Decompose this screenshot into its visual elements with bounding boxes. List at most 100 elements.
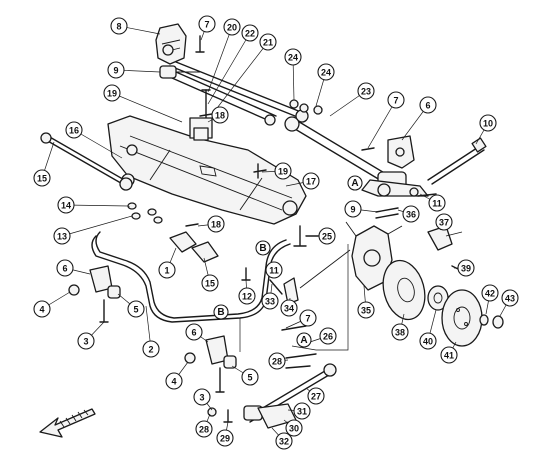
callout-circle	[293, 402, 311, 420]
callout-16: 16	[65, 121, 83, 139]
callout-number: 28	[199, 425, 209, 435]
callout-number: 7	[305, 314, 310, 324]
front-direction-arrow	[39, 408, 96, 438]
callout-circle	[344, 200, 362, 218]
callout-5: 5	[127, 300, 145, 318]
callout-number: 4	[39, 305, 44, 315]
callout-leader-line	[207, 26, 233, 93]
callout-number: 19	[278, 167, 288, 177]
callout-circle	[77, 332, 95, 350]
callout-9: 9	[344, 200, 362, 218]
callout-number: 38	[395, 328, 405, 338]
callout-29: 29	[216, 429, 234, 447]
callout-circle	[280, 299, 298, 317]
reference-letter-a: A	[347, 175, 363, 191]
callout-20: 20	[223, 18, 241, 36]
callout-41: 41	[440, 346, 458, 364]
callout-4: 4	[33, 300, 51, 318]
callout-27: 27	[307, 387, 325, 405]
callout-circle	[319, 327, 337, 345]
callout-28: 28	[195, 420, 213, 438]
reference-letter-text: A	[351, 178, 358, 189]
callout-32: 32	[275, 432, 293, 450]
callout-7: 7	[387, 91, 405, 109]
callout-number: 4	[171, 377, 176, 387]
callout-number: 18	[215, 111, 225, 121]
callout-5: 5	[241, 368, 259, 386]
callout-number: 24	[321, 68, 331, 78]
reference-letter-frame	[296, 332, 312, 348]
callout-number: 15	[205, 279, 215, 289]
trailing-link-bracket-part	[387, 135, 415, 169]
callout-circle	[127, 300, 145, 318]
callout-18: 18	[211, 106, 229, 124]
callout-circle	[158, 261, 176, 279]
callout-7: 7	[299, 309, 317, 327]
callout-circle	[33, 300, 51, 318]
callout-13: 13	[53, 227, 71, 245]
callout-circle	[193, 388, 211, 406]
callout-2: 2	[142, 340, 160, 358]
callout-leader-line	[207, 32, 251, 105]
callout-18: 18	[207, 215, 225, 233]
callout-number: 31	[297, 407, 307, 417]
callout-9: 9	[107, 61, 125, 79]
callout-number: 34	[284, 304, 294, 314]
callout-22: 22	[241, 24, 259, 42]
callout-circle	[165, 372, 183, 390]
callout-circle	[457, 259, 475, 277]
callout-leader-line	[213, 41, 269, 113]
callout-circle	[57, 196, 75, 214]
callout-circle	[275, 432, 293, 450]
dust-shield-part	[382, 259, 426, 321]
callout-number: 5	[133, 305, 138, 315]
callout-15: 15	[201, 274, 219, 292]
callout-number: 22	[245, 29, 255, 39]
callout-number: 35	[361, 306, 371, 316]
callout-number: 36	[406, 210, 416, 220]
reference-letter-text: B	[217, 307, 224, 318]
callout-circle	[259, 33, 277, 51]
callout-number: 25	[322, 232, 332, 242]
callout-circle	[53, 227, 71, 245]
callout-leader-line	[111, 92, 183, 123]
callout-circle	[241, 368, 259, 386]
callout-circle	[211, 106, 229, 124]
callout-number: 39	[461, 264, 471, 274]
callout-number: 11	[269, 266, 279, 276]
callout-circle	[402, 205, 420, 223]
callout-circle	[285, 419, 303, 437]
callout-number: 6	[62, 264, 67, 274]
callout-circle	[65, 121, 83, 139]
callout-number: 10	[483, 119, 493, 129]
reference-letter-frame	[213, 304, 229, 320]
callout-number: 26	[323, 332, 333, 342]
callout-40: 40	[419, 332, 437, 350]
callout-number: 32	[279, 437, 289, 447]
lower-lateral-rod-part	[40, 132, 133, 191]
callout-circle	[391, 323, 409, 341]
callout-37: 37	[435, 213, 453, 231]
callout-number: 12	[242, 292, 252, 302]
connector-lines	[239, 244, 349, 352]
callout-circle	[103, 84, 121, 102]
callout-circle	[142, 340, 160, 358]
callout-circle	[501, 289, 519, 307]
callout-number: 37	[439, 218, 449, 228]
callout-number: 15	[37, 174, 47, 184]
callout-21: 21	[259, 33, 277, 51]
callout-circle	[195, 420, 213, 438]
callout-number: 9	[350, 205, 355, 215]
callout-circle	[318, 227, 336, 245]
small-bolts-part	[185, 113, 267, 227]
callout-35: 35	[357, 301, 375, 319]
callout-circle	[216, 429, 234, 447]
callout-circle	[317, 63, 335, 81]
callout-number: 18	[211, 220, 221, 230]
callout-circle	[107, 61, 125, 79]
callout-17: 17	[302, 172, 320, 190]
callout-circle	[419, 332, 437, 350]
callout-number: 23	[361, 87, 371, 97]
